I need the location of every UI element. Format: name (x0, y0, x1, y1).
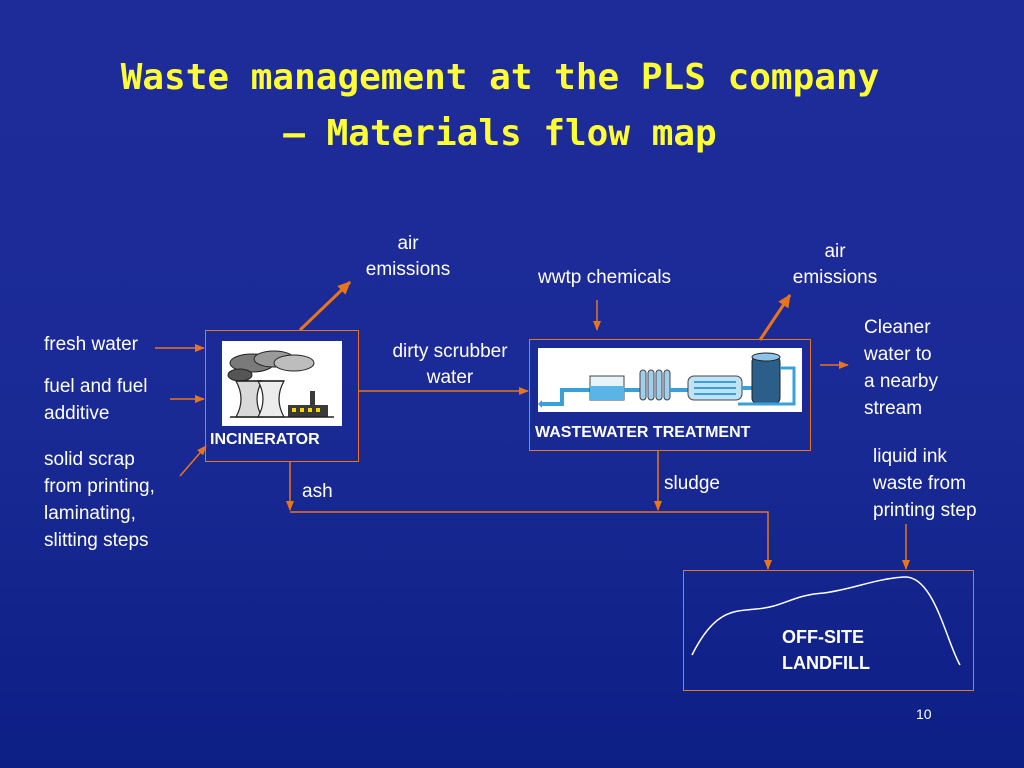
sludge-label: sludge (664, 473, 720, 494)
scrubber-label-line-1: dirty scrubber (392, 341, 508, 362)
cleaner-water-line-3: a nearby (864, 371, 938, 392)
incinerator-air-line-2: emissions (365, 259, 451, 280)
fuel-label-line-2: additive (44, 403, 110, 424)
cooling-tower-icon (227, 350, 334, 418)
wwtp-chemicals-label: wwtp chemicals (538, 267, 672, 288)
cleaner-water-line-4: stream (864, 398, 923, 419)
title-line-2: — Materials flow map (283, 113, 717, 154)
landfill-label: OFF-SITE LANDFILL (782, 624, 870, 676)
landfill-mound-icon (691, 576, 961, 666)
arrow-wastewater-air (758, 294, 792, 341)
landfill-box (683, 570, 974, 691)
incinerator-air-line-1: air (397, 233, 419, 254)
scrap-label-line-1: solid scrap (44, 449, 135, 470)
liquid-ink-line-1: liquid ink (873, 446, 947, 467)
scrubber-label-line-2: water (426, 367, 474, 388)
scrap-label-line-2: from printing, (44, 476, 155, 497)
page-number: 10 (916, 706, 932, 722)
liquid-ink-line-3: printing step (873, 500, 977, 521)
wastewater-image (538, 348, 802, 412)
title-line-1: Waste management at the PLS company (120, 57, 880, 98)
landfill-label-line-2: LANDFILL (782, 653, 870, 673)
arrow-incinerator-air (298, 280, 352, 332)
fuel-label-line-1: fuel and fuel (44, 376, 148, 397)
incinerator-box: INCINERATOR (205, 330, 359, 462)
wastewater-air-line-2: emissions (792, 267, 878, 288)
scrap-label-line-3: laminating, (44, 503, 136, 524)
incinerator-label: INCINERATOR (210, 431, 320, 448)
slide-title: Waste management at the PLS company — Ma… (0, 50, 1000, 162)
treatment-plant-icon (538, 352, 796, 408)
scrap-label-line-4: slitting steps (44, 530, 149, 551)
landfill-label-line-1: OFF-SITE (782, 627, 864, 647)
ash-label: ash (302, 481, 333, 502)
connector-to-landfill (290, 511, 772, 570)
wastewater-treatment-box: WASTEWATER TREATMENT (529, 339, 811, 451)
incinerator-image (222, 341, 342, 426)
arrow-solid-scrap (179, 445, 207, 477)
wastewater-air-line-1: air (824, 241, 846, 262)
wastewater-treatment-label: WASTEWATER TREATMENT (535, 424, 751, 441)
cleaner-water-line-2: water to (864, 344, 932, 365)
fresh-water-label: fresh water (44, 334, 138, 355)
cleaner-water-line-1: Cleaner (864, 317, 931, 338)
liquid-ink-line-2: waste from (873, 473, 966, 494)
